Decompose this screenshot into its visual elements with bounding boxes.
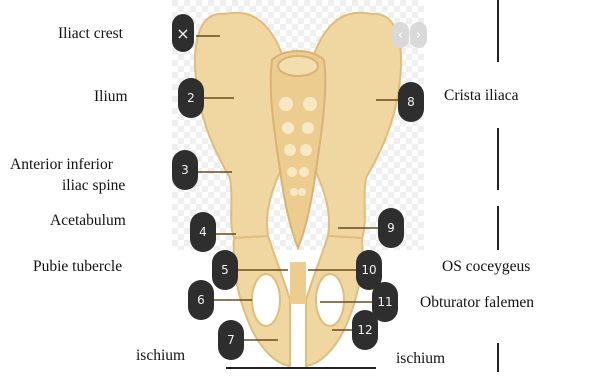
chevron-left-icon[interactable]: ‹	[392, 22, 409, 48]
chevron-right-icon[interactable]: ›	[410, 22, 427, 48]
label-iliac-spine: iliac spine	[62, 177, 125, 194]
marker-9[interactable]: 9	[378, 208, 404, 248]
marker-12[interactable]: 12	[352, 310, 378, 350]
label-anterior-inferior: Anterior inferior	[10, 156, 113, 173]
label-acetabulum: Acetabulum	[50, 212, 126, 229]
label-crista-iliaca: Crista iliaca	[444, 87, 518, 104]
label-obturator: Obturator falemen	[420, 294, 534, 311]
marker-2[interactable]: 2	[178, 78, 204, 118]
label-pubic-tubercle: Pubie tubercle	[33, 258, 122, 275]
divider-right-middle	[497, 128, 499, 190]
pelvis-figure: × ‹ › 2 3 4 5 6 7 8 9 10 11 12	[172, 0, 424, 372]
marker-8[interactable]: 8	[398, 82, 424, 122]
label-ilium: Ilium	[94, 88, 128, 105]
divider-right-lower	[497, 206, 499, 250]
divider-right-top	[497, 0, 499, 62]
label-os-coccygeus: OS coceygeus	[442, 258, 530, 275]
marker-6[interactable]: 6	[188, 280, 214, 320]
marker-4[interactable]: 4	[190, 212, 216, 252]
marker-7[interactable]: 7	[218, 320, 244, 360]
marker-5[interactable]: 5	[212, 250, 238, 290]
divider-right-bottom	[497, 343, 499, 372]
close-icon[interactable]: ×	[172, 14, 194, 52]
label-iliac-crest: Iliact crest	[58, 25, 123, 42]
marker-3[interactable]: 3	[172, 150, 198, 190]
